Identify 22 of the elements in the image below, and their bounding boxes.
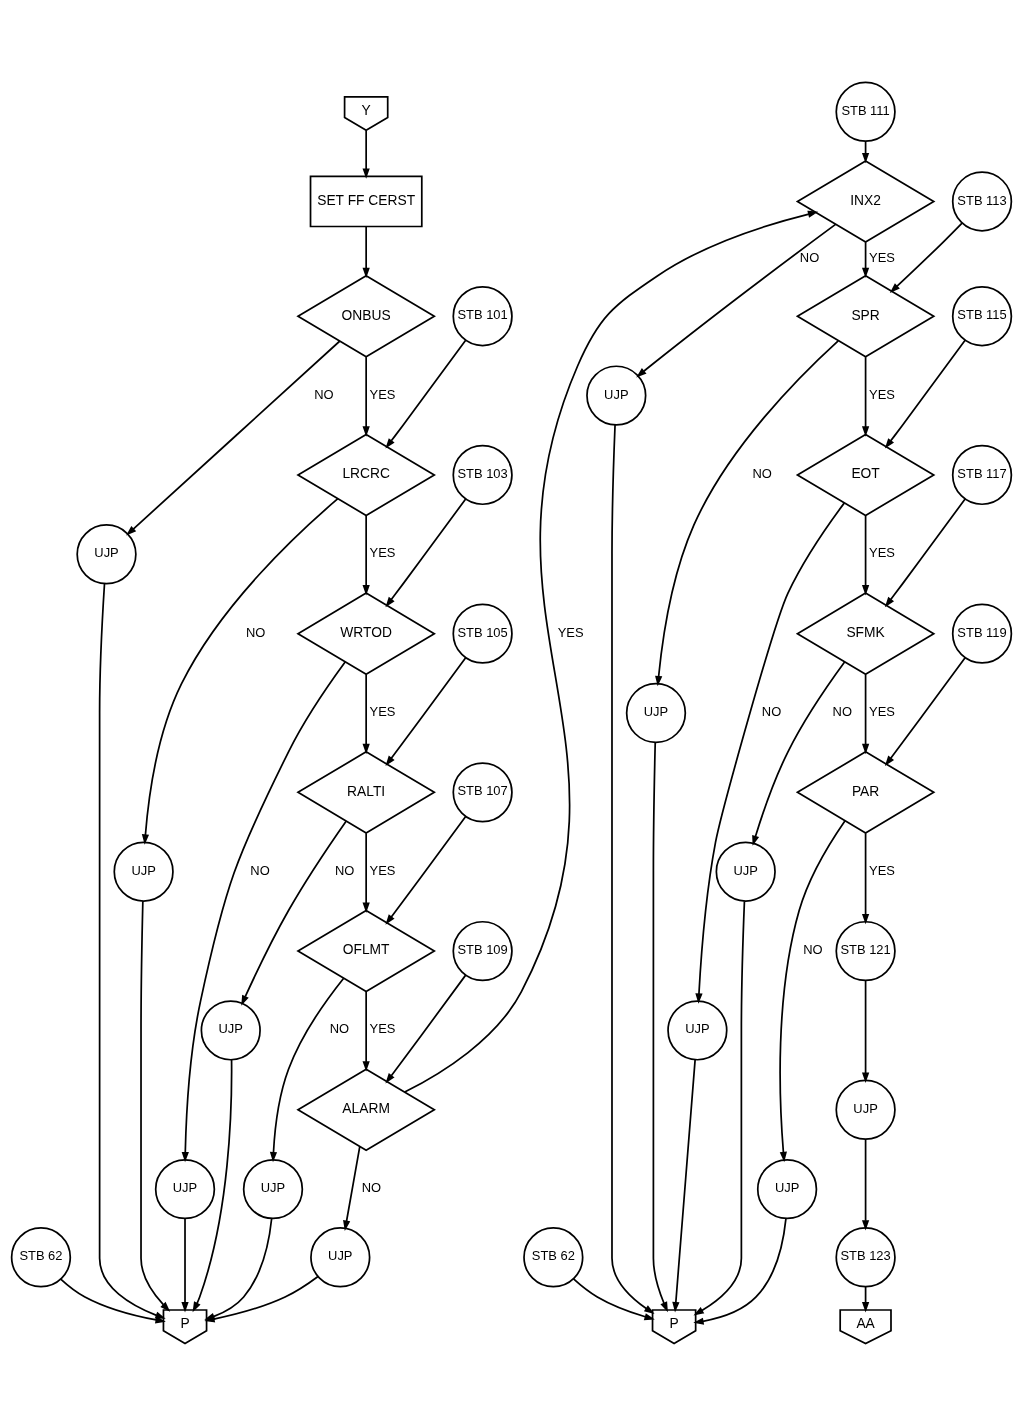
- edge-label: YES: [369, 703, 396, 719]
- edge-label: NO: [361, 1179, 382, 1195]
- edge-label: NO: [761, 703, 782, 719]
- edge-label: NO: [314, 386, 334, 402]
- edge-label: YES: [369, 1020, 396, 1036]
- edge-label: NO: [832, 703, 852, 719]
- edge-label: YES: [369, 544, 396, 560]
- edge-label: NO: [799, 249, 820, 265]
- edge-label: NO: [250, 862, 270, 878]
- edge-label: YES: [869, 544, 895, 560]
- edge-label: YES: [869, 862, 895, 878]
- edge-label: YES: [869, 703, 895, 719]
- edge-label: YES: [369, 386, 396, 402]
- edge-label: NO: [752, 465, 772, 481]
- edge-label: NO: [246, 624, 266, 640]
- edge-label: YES: [869, 249, 895, 265]
- edge-label: YES: [557, 624, 584, 640]
- edge-label: NO: [334, 862, 355, 878]
- edge-label: NO: [329, 1020, 350, 1036]
- edge-label: YES: [869, 386, 895, 402]
- edge-label: YES: [369, 862, 396, 878]
- edge-label: NO: [803, 941, 823, 957]
